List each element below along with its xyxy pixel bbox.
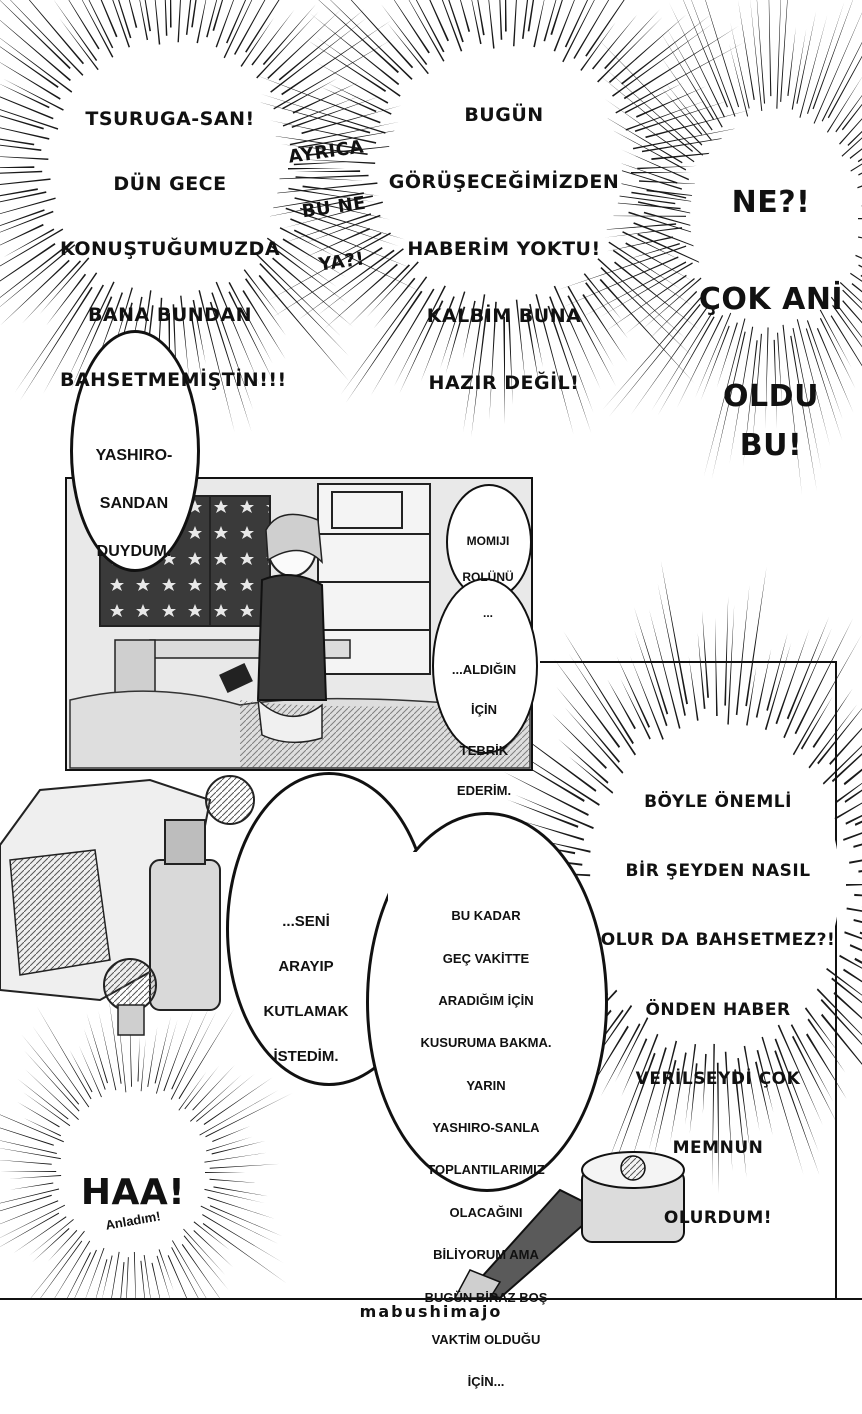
boyle-line-6: MEMNUN — [672, 1138, 764, 1159]
momiji-text: MOMIJI ROLÜNÜ ... — [448, 514, 528, 640]
bubble-join — [388, 852, 452, 1092]
bukadar-line-6: YASHIRO-SANLA — [432, 1120, 540, 1136]
yashiro-bubble — [70, 330, 200, 572]
bugun-line-4: KALBİM BUNA — [426, 305, 582, 328]
ayrica-line-2: BU NE — [300, 192, 368, 223]
haa-line: HAA! — [80, 1172, 186, 1214]
bugun-line-1: BUGÜN — [464, 104, 544, 127]
bugun-line-3: HABERİM YOKTU! — [407, 238, 601, 261]
yashiro-line-1: YASHIRO- — [95, 447, 173, 464]
bukadar-line-12: İÇİN... — [467, 1374, 505, 1390]
boyle-line-1: BÖYLE ÖNEMLİ — [644, 791, 792, 812]
bugun-text: BUGÜN GÖRÜŞECEĞİMİZDEN HABERİM YOKTU! KA… — [386, 66, 622, 434]
bukadar-line-8: OLACAĞINI — [449, 1204, 523, 1220]
momiji-line-1: MOMIJI — [466, 534, 510, 548]
yashiro-line-2: SANDAN — [99, 495, 169, 512]
seni-line-2: ARAYIP — [278, 957, 334, 975]
seni-line-1: ...SENİ — [282, 912, 330, 930]
haa-burst-center — [66, 1098, 200, 1246]
momiji-line-2: ROLÜNÜ — [462, 570, 514, 584]
momiji-line-3: ... — [482, 606, 493, 620]
anladim-line: Anladım! — [104, 1207, 162, 1233]
boyle-text: BÖYLE ÖNEMLİ BİR ŞEYDEN NASIL OLUR DA BA… — [600, 750, 836, 1270]
bukadar-text: BU KADAR GEÇ VAKİTTE ARADIĞIM İÇİN KUSUR… — [376, 884, 596, 1414]
aldigin-line-2: İÇİN — [471, 702, 497, 718]
yashiro-line-3: DUYDUM. — [96, 543, 172, 560]
haa-text: HAA! — [66, 1128, 200, 1258]
right-panel-border — [540, 661, 837, 1298]
speed-line-bursts — [0, 0, 862, 1300]
boyle-line-5: VERİLSEYDİ ÇOK — [635, 1069, 801, 1090]
tsuruga-text: TSURUGA-SAN! DÜN GECE KONUŞTUĞUMUZDA BAN… — [60, 70, 287, 429]
tsuruga-burst-center — [60, 52, 280, 284]
tsuruga-burst — [0, 0, 442, 436]
tsuruga-line-4: BANA BUNDAN — [87, 303, 253, 326]
aldigin-text: ...ALDIĞIN İÇİN TEBRİK EDERİM. — [434, 640, 534, 821]
bugun-line-2: GÖRÜŞECEĞİMİZDEN — [388, 171, 620, 194]
boyle-line-4: ÖNDEN HABER — [645, 999, 791, 1020]
haa-burst — [0, 980, 293, 1300]
boyle-line-2: BİR ŞEYDEN NASIL — [625, 861, 811, 882]
tsuruga-line-1: TSURUGA-SAN! — [85, 107, 255, 130]
aldigin-bubble — [432, 578, 538, 754]
page-bottom-border — [0, 1298, 862, 1300]
boyle-line-3: OLUR DA BAHSETMEZ?! — [600, 930, 836, 951]
bugun-line-5: HAZIR DEĞİL! — [428, 371, 580, 394]
ne-line-1: NE?! — [731, 184, 811, 220]
tsuruga-line-2: DÜN GECE — [113, 173, 227, 196]
boyle-burst-center — [596, 730, 840, 1036]
tube-and-jar — [453, 1151, 685, 1300]
seni-line-4: İSTEDİM. — [273, 1047, 339, 1065]
desk-objects — [0, 775, 255, 1036]
scanlator-watermark: mabushimajo — [359, 1302, 503, 1321]
ne-text: NE?! ÇOK ANİ OLDU BU! — [690, 130, 852, 519]
bukadar-line-1: BU KADAR — [451, 908, 521, 924]
bukadar-line-10: BUGÜN BİRAZ BOŞ — [376, 1287, 596, 1308]
aldigin-line-1: ...ALDIĞIN — [451, 662, 517, 678]
ayrica-line-3: YA?! — [317, 248, 366, 277]
bukadar-line-11: VAKTİM OLDUĞU — [431, 1331, 541, 1347]
ayrica-line-1: AYRICA — [287, 136, 366, 168]
bukadar-line-2: GEÇ VAKİTTE — [442, 950, 530, 966]
tsuruga-line-3: KONUŞTUĞUMUZDA — [60, 238, 281, 261]
bukadar-line-7: TOPLANTILARIMIZ — [427, 1162, 545, 1178]
tsuruga-line-5: BAHSETMEMİŞTİN!!! — [60, 369, 287, 392]
haa-burst-lines — [0, 980, 293, 1300]
tsuruga-burst-lines — [0, 0, 442, 436]
seni-line-3: KUTLAMAK — [263, 1002, 349, 1020]
bukadar-line-4: KUSURUMA BAKMA. — [420, 1035, 552, 1051]
aldigin-line-3: TEBRİK — [459, 742, 509, 758]
yashiro-text: YASHIRO- SANDAN DUYDUM. — [74, 420, 194, 588]
bugun-burst-center — [386, 58, 622, 288]
bukadar-line-3: ARADIĞIM İÇİN — [438, 992, 534, 1008]
bukadar-line-9: BİLİYORUM AMA — [433, 1247, 539, 1263]
ne-burst-center — [690, 118, 852, 316]
boyle-line-7: OLURDUM! — [663, 1207, 773, 1228]
seni-text: ...SENİ ARAYIP KUTLAMAK İSTEDİM. — [236, 888, 376, 1091]
ne-line-2: ÇOK ANİ — [698, 281, 844, 317]
bukadar-line-5: YARIN — [466, 1077, 506, 1093]
ne-line-3: OLDU BU! — [723, 378, 819, 463]
aldigin-line-4: EDERİM. — [456, 782, 512, 798]
